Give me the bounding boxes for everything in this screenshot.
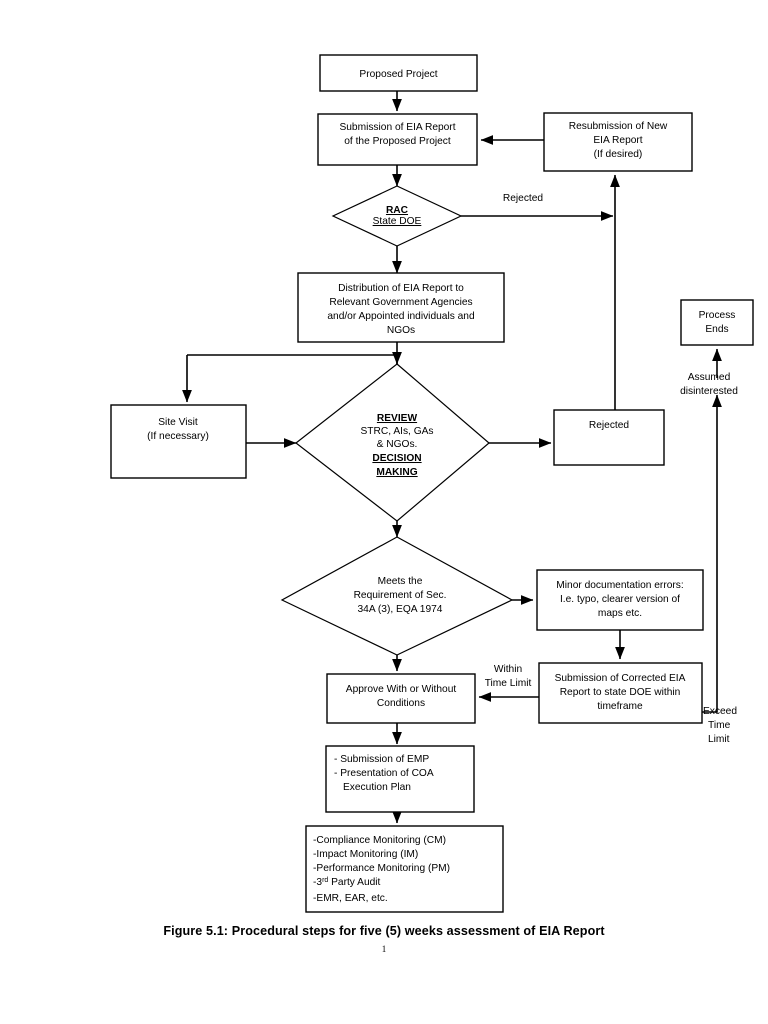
- node-submission-eia-line1: Submission of EIA Report: [339, 122, 455, 133]
- node-resubmission-shape: [543, 112, 693, 172]
- node-monitoring-line4-base: -3: [313, 877, 322, 888]
- edge-label-assumed-line1: Assumed: [688, 372, 731, 383]
- node-review-decision-shape: [295, 363, 490, 522]
- edge-label-exceed-line2: Time: [708, 720, 731, 731]
- node-distribution[interactable]: Distribution of EIA Report to Relevant G…: [297, 272, 505, 343]
- node-monitoring[interactable]: -Compliance Monitoring (CM) -Impact Moni…: [305, 825, 504, 913]
- node-resubmission-line3: (If desired): [594, 149, 643, 160]
- node-monitoring-line4: -3rd Party Audit: [313, 877, 381, 889]
- node-review-decision-line2: STRC, AIs, GAs: [360, 426, 433, 437]
- node-monitoring-shape: [305, 825, 504, 913]
- node-minor-errors-line1: Minor documentation errors:: [556, 580, 683, 591]
- page-number: 1: [381, 944, 387, 954]
- node-emp-coa-shape: [325, 745, 475, 813]
- node-site-visit[interactable]: Site Visit (If necessary): [110, 404, 247, 479]
- node-distribution-shape: [297, 272, 505, 343]
- node-emp-coa-line1: - Submission of EMP: [334, 754, 429, 765]
- node-resubmission-line2: EIA Report: [593, 135, 642, 146]
- edge-label-rejected: Rejected: [503, 193, 544, 204]
- node-distribution-line2: Relevant Government Agencies: [329, 297, 472, 308]
- node-rac-decision-line1: RAC: [386, 205, 409, 216]
- node-monitoring-line1: -Compliance Monitoring (CM): [313, 835, 446, 846]
- node-rejected[interactable]: Rejected: [553, 409, 665, 466]
- node-minor-errors-shape: [536, 569, 704, 631]
- node-proposed-project-shape: [319, 54, 478, 92]
- edge-label-assumed-line2: disinterested: [680, 386, 738, 397]
- node-corrected-submission[interactable]: Submission of Corrected EIA Report to st…: [538, 662, 703, 724]
- node-approve-line2: Conditions: [377, 698, 425, 709]
- node-monitoring-line2: -Impact Monitoring (IM): [313, 849, 418, 860]
- node-proposed-project-label: Proposed Project: [359, 69, 437, 80]
- node-resubmission[interactable]: Resubmission of New EIA Report (If desir…: [543, 112, 693, 172]
- node-approve-shape: [326, 673, 476, 724]
- node-approve[interactable]: Approve With or Without Conditions: [326, 673, 476, 724]
- node-emp-coa-line3: Execution Plan: [343, 782, 411, 793]
- node-corrected-submission-line3: timeframe: [597, 701, 643, 712]
- node-monitoring-line4-rest: Party Audit: [328, 877, 380, 888]
- node-corrected-submission-shape: [538, 662, 703, 724]
- node-site-visit-shape: [110, 404, 247, 479]
- node-monitoring-line3: -Performance Monitoring (PM): [313, 863, 450, 874]
- node-submission-eia-shape: [317, 113, 478, 166]
- node-rac-decision-line2: State DOE: [373, 216, 422, 227]
- node-distribution-line1: Distribution of EIA Report to: [338, 283, 464, 294]
- node-submission-eia[interactable]: Submission of EIA Report of the Proposed…: [317, 113, 478, 166]
- node-proposed-project[interactable]: Proposed Project: [319, 54, 478, 92]
- edge-label-within-line1: Within: [494, 664, 522, 675]
- node-rac-decision[interactable]: RAC State DOE: [331, 185, 463, 247]
- node-process-ends[interactable]: Process Ends: [680, 299, 754, 346]
- node-minor-errors-line2: I.e. typo, clearer version of: [560, 594, 680, 605]
- node-meets-requirement-line1: Meets the: [378, 576, 423, 587]
- node-site-visit-line1: Site Visit: [158, 417, 198, 428]
- node-review-decision[interactable]: REVIEW STRC, AIs, GAs & NGOs. DECISION M…: [295, 363, 490, 522]
- node-process-ends-line2: Ends: [705, 324, 728, 335]
- node-minor-errors-line3: maps etc.: [598, 608, 642, 619]
- node-rac-decision-shape: [331, 185, 463, 247]
- edge-label-exceed-line1: Exceed: [703, 706, 737, 717]
- node-distribution-line3: and/or Appointed individuals and: [327, 311, 475, 322]
- node-meets-requirement-shape: [280, 536, 514, 656]
- node-meets-requirement-line2: Requirement of Sec.: [354, 590, 447, 601]
- node-meets-requirement[interactable]: Meets the Requirement of Sec. 34A (3), E…: [280, 536, 514, 656]
- node-process-ends-line1: Process: [699, 310, 736, 321]
- node-review-decision-line3: & NGOs.: [377, 439, 418, 450]
- node-emp-coa-line2: - Presentation of COA: [334, 768, 434, 779]
- node-process-ends-shape: [680, 299, 754, 346]
- node-rejected-label: Rejected: [589, 420, 630, 431]
- node-resubmission-line1: Resubmission of New: [569, 121, 668, 132]
- node-submission-eia-line2: of the Proposed Project: [344, 136, 451, 147]
- node-emp-coa[interactable]: - Submission of EMP - Presentation of CO…: [325, 745, 475, 813]
- node-rejected-shape: [553, 409, 665, 466]
- node-review-decision-line5: MAKING: [376, 467, 417, 478]
- node-monitoring-line4-ordinal: rd: [322, 877, 328, 884]
- edge-label-exceed-line3: Limit: [708, 734, 730, 745]
- node-monitoring-line5: -EMR, EAR, etc.: [313, 893, 388, 904]
- edge-exceed-time-limit: [702, 394, 722, 713]
- node-approve-line1: Approve With or Without: [346, 684, 457, 695]
- node-corrected-submission-line1: Submission of Corrected EIA: [555, 673, 686, 684]
- node-site-visit-line2: (If necessary): [147, 431, 209, 442]
- node-minor-errors[interactable]: Minor documentation errors: I.e. typo, c…: [536, 569, 704, 631]
- figure-caption: Figure 5.1: Procedural steps for five (5…: [163, 924, 605, 938]
- node-corrected-submission-line2: Report to state DOE within: [560, 687, 681, 698]
- node-review-decision-line1: REVIEW: [377, 413, 418, 424]
- node-distribution-line4: NGOs: [387, 325, 415, 336]
- edge-label-within-line2: Time Limit: [485, 678, 532, 689]
- node-meets-requirement-line3: 34A (3), EQA 1974: [358, 604, 443, 615]
- node-review-decision-line4: DECISION: [372, 453, 421, 464]
